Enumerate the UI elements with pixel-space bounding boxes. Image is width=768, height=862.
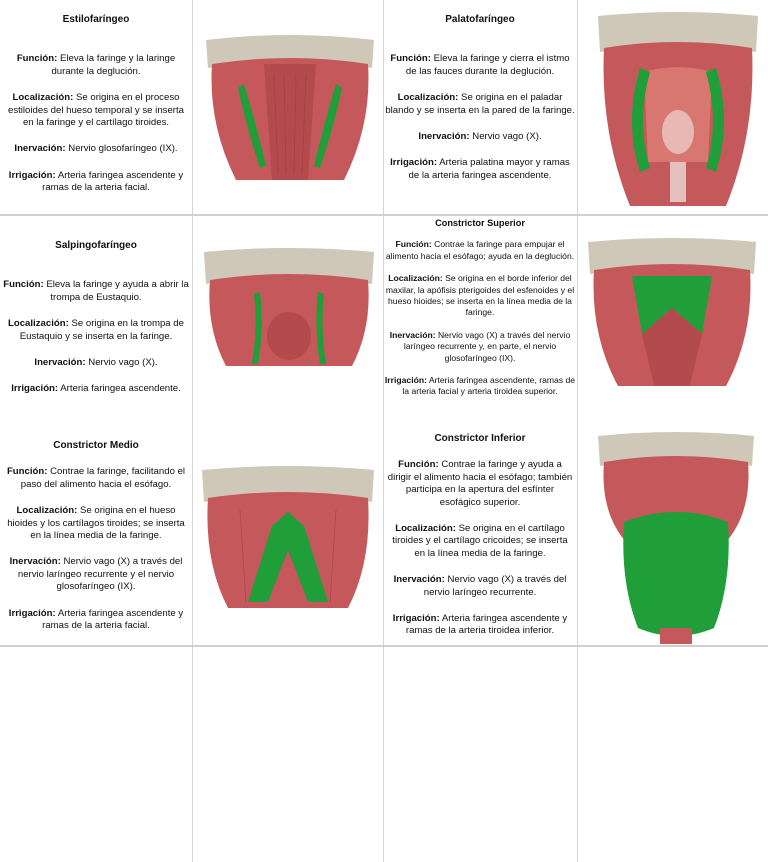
inervacion-text: Inervación: Nervio vago (X) a través del… xyxy=(389,329,571,363)
irrigacion-text: Irrigación: Arteria faringea ascendente … xyxy=(392,613,568,637)
localizacion-text: Localización: Se origina en la trompa de… xyxy=(8,318,184,342)
muscle-card-estilofaringeo: Estilofaríngeo Función: Eleva la faringe… xyxy=(2,14,190,209)
inervacion-text: Inervación: Nervio vago (X). xyxy=(34,357,158,369)
localizacion-text: Localización: Se origina en el paladar b… xyxy=(385,92,575,116)
funcion-text: Función: Eleva la faringe y ayuda a abri… xyxy=(3,279,189,303)
localizacion-text: Localización: Se origina en el cartílago… xyxy=(392,523,568,559)
irrigacion-text: Irrigación: Arteria faringea ascendente … xyxy=(8,607,184,632)
muscle-card-constrictor-superior: Constrictor Superior Función: Contrae la… xyxy=(384,218,576,409)
anatomy-illustration-constrictor-superior xyxy=(586,238,758,388)
irrigacion-text: Irrigación: Arteria faringea ascendente,… xyxy=(384,375,576,397)
anatomy-illustration-estilofaringeo xyxy=(204,34,376,182)
column-divider xyxy=(383,0,384,862)
muscle-card-constrictor-medio: Constrictor Medio Función: Contrae la fa… xyxy=(2,440,190,646)
irrigacion-text: Irrigación: Arteria faringea ascendente … xyxy=(8,169,184,194)
muscle-title: Constrictor Superior xyxy=(435,218,525,228)
inervacion-text: Inervación: Nervio glosofaríngeo (IX). xyxy=(14,143,178,155)
muscle-title: Estilofaríngeo xyxy=(62,14,130,25)
anatomy-illustration-constrictor-inferior xyxy=(596,432,756,644)
funcion-text: Función: Eleva la faringe y la laringe d… xyxy=(16,53,176,77)
anatomy-illustration-palatofaringeo xyxy=(596,12,760,208)
muscle-title: Salpingofaríngeo xyxy=(55,240,137,251)
localizacion-text: Localización: Se origina en el proceso e… xyxy=(8,92,184,129)
funcion-text: Función: Contrae la faringe para empujar… xyxy=(385,239,575,261)
muscle-title: Constrictor Medio xyxy=(53,440,139,451)
localizacion-text: Localización: Se origina en el hueso hio… xyxy=(7,505,185,542)
irrigacion-text: Irrigación: Arteria faringea ascendente. xyxy=(11,383,181,395)
muscle-title: Palatofaríngeo xyxy=(445,14,515,25)
localizacion-text: Localización: Se origina en el borde inf… xyxy=(385,273,575,318)
muscle-card-constrictor-inferior: Constrictor Inferior Función: Contrae la… xyxy=(386,433,574,652)
funcion-text: Función: Contrae la faringe y ayuda a di… xyxy=(387,459,573,508)
funcion-text: Función: Contrae la faringe, facilitando… xyxy=(6,466,186,490)
anatomy-illustration-salpingofaringeo xyxy=(202,248,376,368)
inervacion-text: Inervación: Nervio vago (X) a través del… xyxy=(9,556,183,593)
column-divider xyxy=(192,0,193,862)
inervacion-text: Inervación: Nervio vago (X) a través del… xyxy=(393,574,567,598)
muscle-card-palatofaringeo: Palatofaríngeo Función: Eleva la faringe… xyxy=(385,14,575,196)
row-divider xyxy=(0,645,768,647)
muscle-card-salpingofaringeo: Salpingofaríngeo Función: Eleva la farin… xyxy=(2,240,190,410)
row-divider xyxy=(0,214,768,216)
anatomy-illustration-constrictor-medio xyxy=(200,466,376,610)
irrigacion-text: Irrigación: Arteria palatina mayor y ram… xyxy=(390,157,570,181)
muscle-title: Constrictor Inferior xyxy=(434,433,526,444)
column-divider xyxy=(577,0,578,862)
funcion-text: Función: Eleva la faringe y cierra el is… xyxy=(390,53,570,77)
inervacion-text: Inervación: Nervio vago (X). xyxy=(418,131,542,143)
